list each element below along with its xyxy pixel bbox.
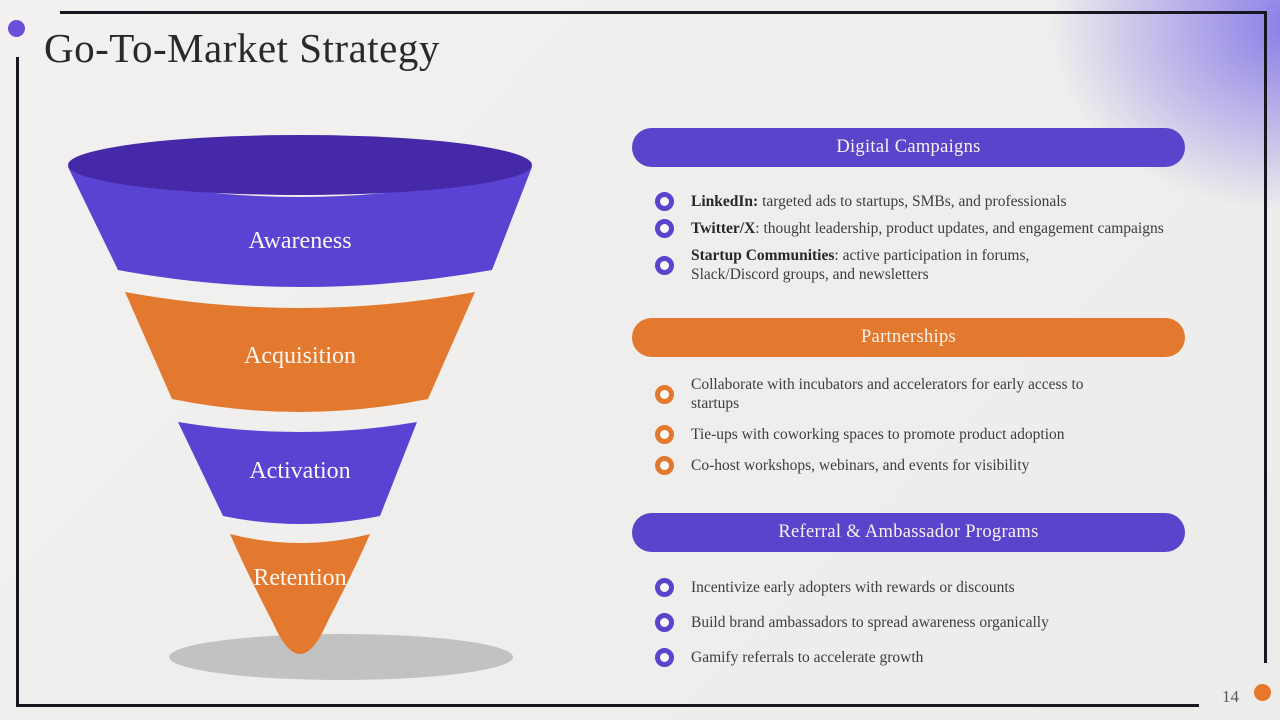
bullet-text: Co-host workshops, webinars, and events … [691,456,1029,475]
bullet-body: : thought leadership, product updates, a… [755,220,1164,237]
accent-dot-top-left [8,20,25,37]
accent-dot-bottom-right [1254,684,1271,701]
bullet-body: Co-host workshops, webinars, and events … [691,457,1030,474]
bullet-list: LinkedIn: targeted ads to startups, SMBs… [632,192,1185,284]
bullet-ring-icon [655,255,674,275]
section-header-referral-ambassador-programs: Referral & Ambassador Programs [632,513,1185,552]
frame-line-left [16,57,19,707]
funnel-label-awareness: Awareness [248,228,351,254]
section-partnerships: Partnerships Collaborate with incubators… [632,318,1185,475]
section-header-digital-campaigns: Digital Campaigns [632,128,1185,167]
bullet-ring-icon [655,425,674,444]
funnel-label-activation: Activation [249,458,350,484]
bullet-item: Incentivize early adopters with rewards … [655,578,1185,597]
section-header-partnerships: Partnerships [632,318,1185,357]
funnel-label-acquisition: Acquisition [244,343,356,369]
section-digital-campaigns: Digital Campaigns LinkedIn: targeted ads… [632,128,1185,284]
bullet-body: Tie-ups with coworking spaces to promote… [691,426,1065,443]
bullet-body: Incentivize early adopters with rewards … [691,579,1015,596]
section-referral-ambassador-programs: Referral & Ambassador Programs Incentivi… [632,513,1185,667]
funnel-shadow [169,634,513,680]
funnel-stage-retention [230,534,370,654]
bullet-ring-icon [655,648,674,667]
bullet-text: Build brand ambassadors to spread awaren… [691,613,1049,632]
bullet-list: Collaborate with incubators and accelera… [632,375,1185,475]
bullet-item: Co-host workshops, webinars, and events … [655,456,1185,475]
frame-line-bottom [16,704,1199,707]
bullet-ring-icon [655,613,674,632]
bullet-item: Collaborate with incubators and accelera… [655,375,1185,413]
bullet-ring-icon [655,219,674,238]
bullet-ring-icon [655,578,674,597]
bullet-item: LinkedIn: targeted ads to startups, SMBs… [655,192,1185,211]
bullet-body: Gamify referrals to accelerate growth [691,649,924,666]
bullet-body: Collaborate with incubators and accelera… [691,376,1084,412]
funnel-top-ellipse [68,135,532,195]
bullet-item: Gamify referrals to accelerate growth [655,648,1185,667]
bullet-ring-icon [655,192,674,211]
bullet-item: Tie-ups with coworking spaces to promote… [655,425,1185,444]
funnel-label-retention: Retention [253,565,346,591]
bullet-item: Twitter/X: thought leadership, product u… [655,219,1185,238]
bullet-text: LinkedIn: targeted ads to startups, SMBs… [691,192,1067,211]
slide-title: Go-To-Market Strategy [44,25,440,71]
bullet-text: Collaborate with incubators and accelera… [691,375,1111,413]
bullet-text: Tie-ups with coworking spaces to promote… [691,425,1065,444]
page-number: 14 [1222,687,1239,706]
frame-line-right [1264,11,1267,663]
bullet-text: Startup Communities: active participatio… [691,246,1111,284]
bullet-item: Startup Communities: active participatio… [655,246,1185,284]
frame-line-top [60,11,1267,14]
bullet-text: Twitter/X: thought leadership, product u… [691,219,1164,238]
funnel-diagram: Awareness Acquisition Activation Retenti… [68,135,532,680]
bullet-text: Incentivize early adopters with rewards … [691,578,1015,597]
funnel-stage-awareness-body [68,167,532,287]
bullet-lead: Twitter/X [691,220,756,237]
bullet-ring-icon [655,456,674,475]
bullet-body: targeted ads to startups, SMBs, and prof… [758,193,1067,210]
bullet-lead: Startup Communities [691,247,835,264]
funnel-stage-activation [178,422,417,524]
bullet-body: : active participation in forums, Slack/… [691,247,1030,283]
bullet-body: Build brand ambassadors to spread awaren… [691,614,1049,631]
bullet-text: Gamify referrals to accelerate growth [691,648,923,667]
bullet-lead: LinkedIn: [691,193,759,210]
bullet-ring-icon [655,384,674,404]
bullet-list: Incentivize early adopters with rewards … [632,578,1185,667]
bullet-item: Build brand ambassadors to spread awaren… [655,613,1185,632]
funnel-stage-acquisition [125,292,475,412]
